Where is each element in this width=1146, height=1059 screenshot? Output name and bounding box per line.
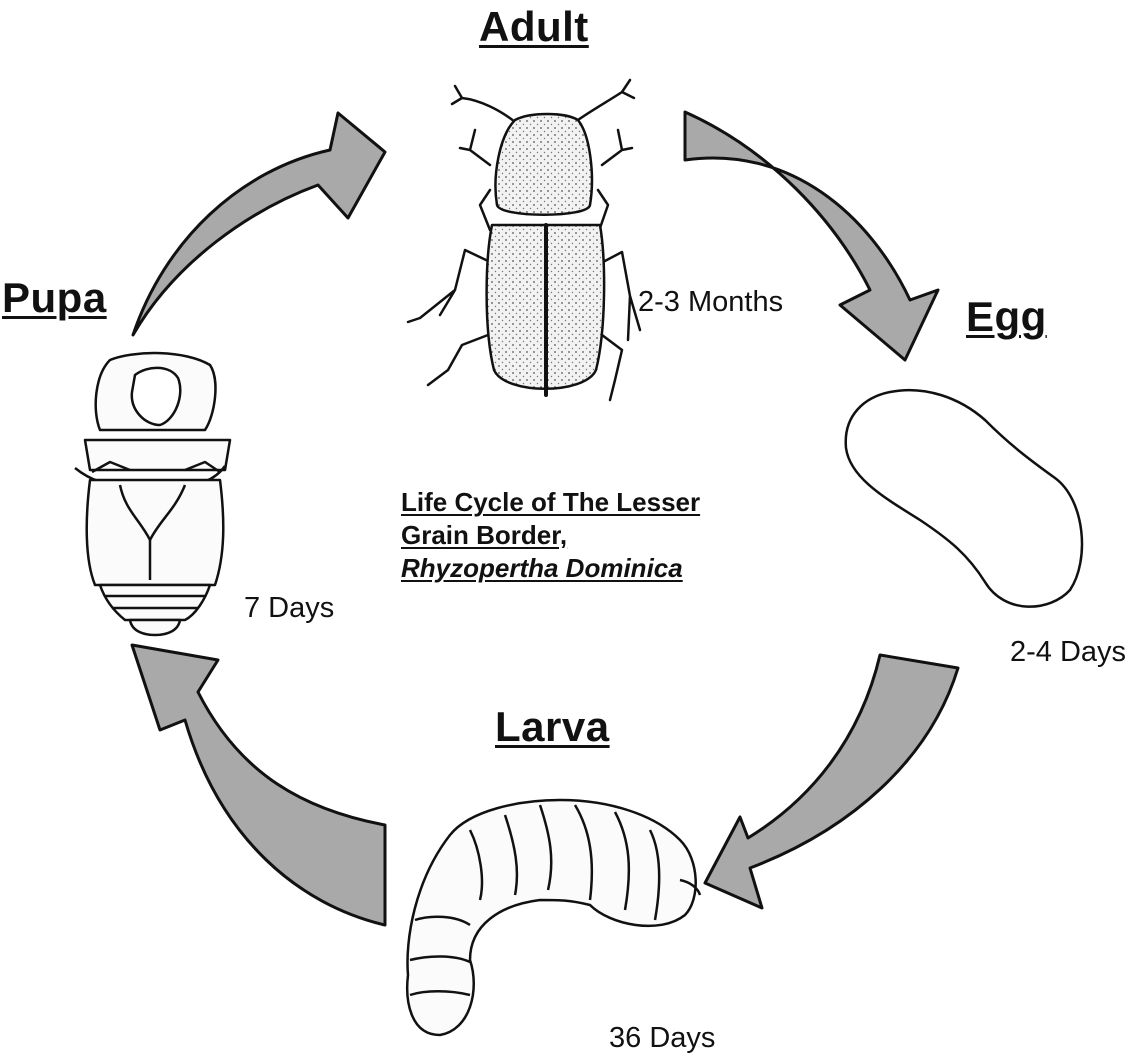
title-line-3: Rhyzopertha Dominica xyxy=(401,553,683,583)
arrow-pupa-to-adult xyxy=(131,111,387,337)
arrow-adult-to-egg xyxy=(683,110,940,362)
stage-label-egg: Egg xyxy=(966,293,1047,340)
stage-label-larva: Larva xyxy=(495,703,610,750)
duration-larva: 36 Days xyxy=(609,1022,716,1054)
duration-egg: 2-4 Days xyxy=(1010,636,1127,668)
title-line-1: Life Cycle of The Lesser xyxy=(401,487,701,517)
arrow-egg-to-larva xyxy=(703,653,960,910)
stage-label-pupa: Pupa xyxy=(2,274,107,321)
egg-icon xyxy=(844,388,1084,608)
diagram-title: Life Cycle of The Lesser Grain Border, R… xyxy=(401,486,700,585)
larva-icon xyxy=(406,798,702,1037)
arrow-larva-to-pupa xyxy=(130,643,387,927)
duration-adult: 2-3 Months xyxy=(638,286,784,318)
title-line-2: Grain Border, xyxy=(401,520,568,550)
stage-label-adult: Adult xyxy=(479,3,589,50)
adult-beetle-icon xyxy=(406,78,642,402)
pupa-icon xyxy=(74,351,232,637)
duration-pupa: 7 Days xyxy=(244,592,335,624)
